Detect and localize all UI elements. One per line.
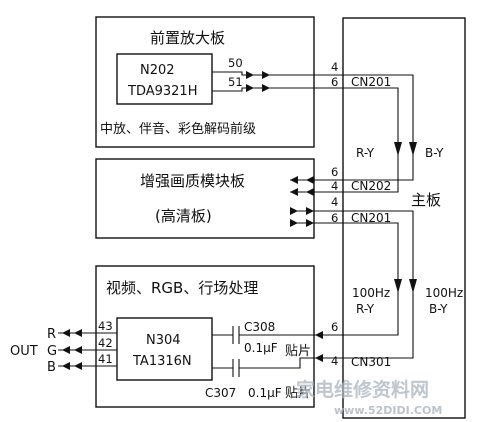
main-board-label: 主板	[411, 191, 441, 209]
watermark-text: 家电维修资料网	[296, 378, 429, 401]
out-label: OUT	[10, 344, 38, 359]
cn201-top-pin-a: 4	[331, 60, 338, 74]
smd-label-1: 贴片	[285, 344, 311, 359]
wire-100hz-by-route	[343, 210, 414, 359]
arrow-out-r2	[74, 329, 82, 337]
preamp-board-subtitle: 中放、伴音、彩色解码前级	[100, 121, 256, 137]
chip-n304-box	[116, 317, 213, 381]
video-board-title: 视频、RGB、行场处理	[106, 279, 258, 297]
arrow-cn201-mid-a2	[306, 207, 314, 215]
wire-100hz-ry-route	[343, 222, 399, 336]
c308-value: 0.1μF	[244, 341, 278, 355]
cn301-pin-a: 6	[331, 320, 338, 334]
arrow-cn201-top-b	[262, 84, 270, 92]
enhance-board-title: 增强画质模块板	[140, 172, 245, 190]
out-label-b: B	[47, 360, 56, 375]
enhance-board-subtitle: (高清板)	[155, 207, 212, 225]
preamp-board-box	[95, 16, 315, 148]
cn201-top-name: CN201	[351, 75, 391, 89]
video-board-box	[95, 265, 315, 408]
cn201-mid-pin-b: 6	[331, 211, 338, 225]
arrow-out-g1	[62, 346, 70, 354]
cn201-top-pin-b: 6	[331, 75, 338, 89]
signal-ry: R-Y	[356, 146, 375, 160]
out-label-r: R	[47, 327, 56, 342]
pin-42: 42	[98, 336, 113, 350]
cn301-name: CN301	[351, 355, 391, 369]
arrow-cn201-mid-b1	[290, 219, 298, 227]
arrow-cn202-a2	[306, 176, 314, 184]
arrow-pin51	[246, 84, 254, 92]
chip-n304-id: N304	[146, 333, 181, 348]
signal-100hz-ry-freq: 100Hz	[352, 286, 390, 300]
arrow-cn201-mid-a1	[290, 207, 298, 215]
preamp-board-title: 前置放大板	[150, 29, 225, 47]
signal-100hz-by-freq: 100Hz	[425, 286, 463, 300]
arrow-cn202-a1	[290, 176, 298, 184]
arrow-out-b1	[62, 362, 70, 370]
c308-name: C308	[244, 320, 275, 334]
chip-n202-id: N202	[140, 63, 175, 78]
out-label-g: G	[47, 344, 57, 359]
cn201-mid-name: CN201	[351, 211, 391, 225]
watermark-url: www.52DIDI.COM	[334, 404, 442, 417]
chip-n304-model: TA1316N	[132, 354, 192, 369]
arrow-100hz-by-down	[409, 279, 417, 293]
cn202-name: CN202	[351, 179, 391, 193]
arrow-pin50	[246, 71, 254, 79]
arrow-out-b2	[74, 362, 82, 370]
wire-c307-right	[239, 357, 343, 369]
preamp-pin-50: 50	[228, 56, 243, 70]
signal-by: B-Y	[425, 146, 444, 160]
arrow-cn202-b1	[290, 188, 298, 196]
wire-ry-route	[343, 87, 399, 193]
arrow-cn202-b2	[306, 188, 314, 196]
arrow-c308	[315, 331, 323, 339]
arrow-100hz-ry-down	[394, 279, 402, 293]
arrow-c307	[315, 354, 323, 362]
arrow-out-r1	[62, 329, 70, 337]
arrow-by-down	[409, 142, 417, 156]
pin-43: 43	[98, 319, 113, 333]
arrow-out-g2	[74, 346, 82, 354]
signal-100hz-by: B-Y	[429, 302, 448, 316]
cn301-pin-b: 4	[331, 354, 338, 368]
main-board-box	[342, 17, 466, 419]
wire-by-route	[343, 74, 414, 181]
arrow-ry-down	[394, 142, 402, 156]
cn201-mid-pin-a: 4	[331, 195, 338, 209]
preamp-pin-51: 51	[228, 75, 243, 89]
pin-41: 41	[98, 352, 113, 366]
chip-n202-model: TDA9321H	[127, 84, 197, 99]
enhance-board-box	[95, 158, 315, 239]
chip-n202-box	[116, 53, 213, 105]
smd-label-2: 贴片	[285, 386, 311, 401]
c307-value: 0.1μF	[248, 386, 282, 400]
cn202-pin-b: 4	[331, 179, 338, 193]
signal-100hz-ry: R-Y	[356, 302, 375, 316]
arrow-cn201-mid-b2	[306, 219, 314, 227]
arrow-cn201-top-a	[262, 71, 270, 79]
cn202-pin-a: 6	[331, 165, 338, 179]
c307-name: C307	[205, 386, 236, 400]
